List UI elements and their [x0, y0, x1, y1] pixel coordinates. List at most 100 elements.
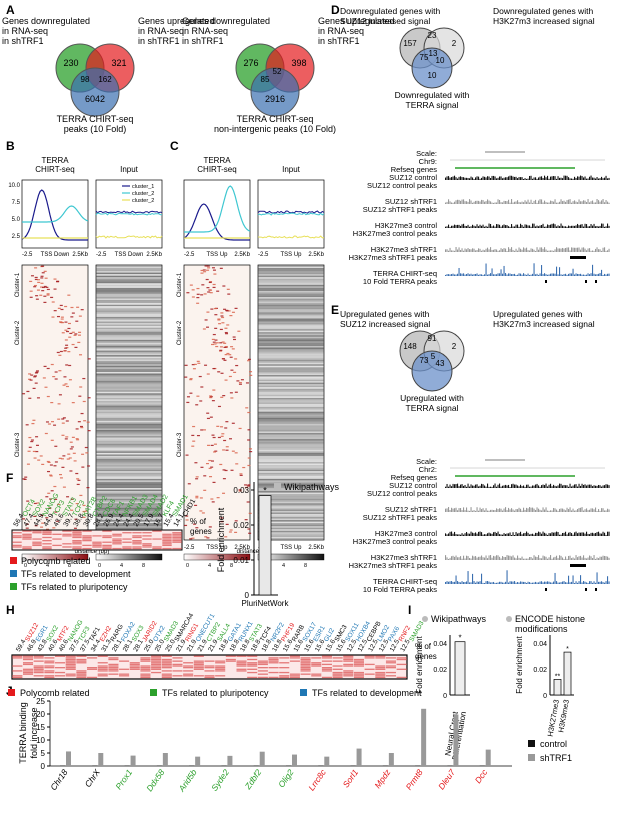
input-heat-row [96, 483, 162, 485]
matrix-cell [42, 543, 52, 545]
signal-bar [571, 225, 573, 228]
heat-cell [224, 469, 228, 472]
heat-cell [86, 487, 90, 489]
heat-cell [209, 395, 213, 397]
heat-cell [225, 421, 229, 423]
signal-bar [515, 558, 517, 560]
input-heat-row [258, 307, 324, 310]
signal-bar [541, 533, 543, 536]
signal-bar [557, 510, 559, 512]
signal-bar [479, 485, 481, 488]
signal-bar [596, 177, 598, 180]
signal-bar [536, 507, 538, 512]
input-heat-row [96, 488, 162, 490]
signal-bar [467, 273, 469, 276]
heat-cell [214, 314, 218, 316]
heat-cell [43, 301, 47, 304]
input-heat-row [96, 381, 162, 383]
signal-bar [518, 247, 520, 252]
profile-x-tick: -2.5 [258, 252, 269, 258]
signal-bar [551, 532, 553, 536]
signal-bar [517, 224, 519, 228]
heat-cell [199, 497, 203, 499]
input-heat-row [258, 271, 324, 273]
signal-bar [524, 200, 526, 204]
matrix-cell [364, 657, 375, 659]
input-heat-row [96, 465, 162, 467]
input-heat-row [96, 367, 162, 369]
signal-bar [556, 531, 558, 536]
signal-bar [559, 177, 561, 180]
heat-cell [186, 396, 190, 398]
heat-cell [29, 296, 33, 298]
signal-bar [560, 274, 562, 276]
y-tick: 10.0 [8, 183, 20, 189]
profile-x-tick: TSS Down [41, 252, 70, 258]
signal-bar [584, 200, 586, 204]
input-heat-row [258, 390, 324, 392]
signal-bar [487, 510, 489, 512]
input-heat-row [96, 345, 162, 348]
signal-bar [482, 582, 484, 584]
input-heat-row [96, 303, 162, 305]
signal-bar [590, 224, 592, 228]
signal-bar [484, 274, 486, 276]
signal-bar [544, 556, 546, 560]
signal-bar [464, 201, 466, 204]
input-heat-row [258, 287, 324, 290]
signal-bar [571, 510, 573, 512]
signal-bar [494, 531, 496, 536]
heat-cell [27, 450, 31, 452]
signal-bar [571, 533, 573, 536]
signal-bar [556, 581, 558, 584]
matrix-cell [353, 658, 364, 661]
matrix-cell [152, 546, 162, 548]
matrix-cell [152, 530, 162, 532]
input-heat-row [96, 341, 162, 343]
signal-bar [557, 274, 559, 276]
signal-bar [467, 177, 469, 180]
bar-label: PluriNetWork [242, 599, 290, 608]
signal-bar [538, 226, 540, 228]
matrix-cell [204, 675, 215, 677]
input-heat-row [96, 277, 162, 279]
heat-cell [33, 502, 37, 505]
heat-cell [232, 336, 236, 338]
signal-bar [592, 264, 594, 276]
signal-bar [494, 582, 496, 584]
matrix-cell [343, 665, 354, 667]
matrix-cell [353, 660, 364, 662]
signal-bar [472, 510, 474, 512]
track-label: TERRA CHIRT-seq [373, 577, 437, 586]
heat-cell [46, 460, 50, 463]
signal-bar [554, 199, 556, 204]
heat-cell [234, 531, 238, 533]
heat-cell [212, 269, 216, 271]
input-heat-row [96, 478, 162, 481]
input-heat-row [96, 419, 162, 421]
signal-bar [464, 225, 466, 228]
signal-bar [536, 225, 538, 228]
signal-bar [598, 531, 600, 536]
signal-bar [532, 582, 534, 584]
signal-bar [457, 510, 459, 512]
signal-bar [512, 226, 514, 228]
heat-cell [59, 350, 63, 353]
input-heat-row [258, 361, 324, 363]
signal-bar [476, 176, 478, 180]
signal-bar [580, 175, 582, 180]
signal-bar [487, 176, 489, 180]
matrix-cell [343, 663, 354, 666]
matrix-cell [62, 546, 72, 548]
bar-shTRF1-Sorl1 [356, 748, 362, 766]
input-heat-row [96, 339, 162, 342]
signal-bar [608, 531, 610, 536]
signal-bar [500, 581, 502, 584]
input-heat-row [258, 459, 324, 461]
signal-bar [482, 557, 484, 560]
input-heat-row [258, 486, 324, 489]
heat-cell [53, 465, 57, 467]
heat-cell [34, 372, 38, 374]
signal-bar [530, 582, 532, 584]
matrix-cell [42, 533, 52, 535]
